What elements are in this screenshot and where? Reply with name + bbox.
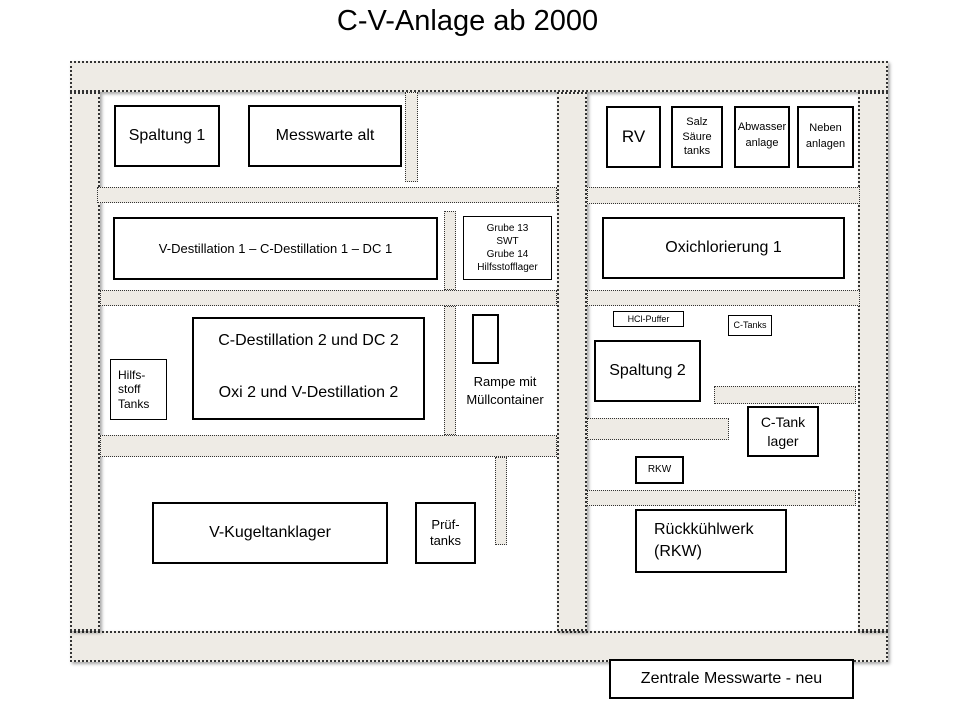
c-tank-lager-box: C-Tank lager xyxy=(747,406,819,457)
c-tanks-label: C-Tanks xyxy=(733,320,767,331)
v-destillation-1-label: V-Destillation 1 – C-Destillation 1 – DC… xyxy=(158,240,393,256)
rkw-small-label: RKW xyxy=(647,464,672,475)
road-inner-east-3 xyxy=(714,386,856,404)
nebenanlagen-box: Neben anlagen xyxy=(797,106,854,168)
v-destillation-1-box: V-Destillation 1 – C-Destillation 1 – DC… xyxy=(113,217,438,280)
salz-saeure-tanks-box: Salz Säure tanks xyxy=(671,106,723,168)
pruef-tanks-label: Prüf- tanks xyxy=(429,517,462,548)
rv-label: RV xyxy=(621,126,646,146)
road-west xyxy=(70,92,100,631)
oxi-2-label: Oxi 2 und V-Destillation 2 xyxy=(218,384,399,402)
road-central xyxy=(557,92,587,631)
c-destillation-2-label: C-Destillation 2 und DC 2 xyxy=(218,332,399,349)
road-inner-west-3 xyxy=(100,435,557,457)
hcl-puffer-box: HCl-Puffer xyxy=(613,311,684,327)
c-tank-lager-label: C-Tank lager xyxy=(760,414,806,449)
road-north xyxy=(70,61,888,92)
c-tanks-box: C-Tanks xyxy=(728,315,772,336)
road-inner-east-2 xyxy=(587,290,860,306)
grube-label: Grube 13 SWT Grube 14 Hilfsstofflager xyxy=(477,223,538,273)
road-stub-rampe xyxy=(444,306,456,435)
rkw-small-box: RKW xyxy=(635,456,684,484)
messwarte-alt-label: Messwarte alt xyxy=(275,127,375,145)
diagram-title: C-V-Anlage ab 2000 xyxy=(336,5,599,37)
muellcontainer-box xyxy=(472,314,499,364)
road-south xyxy=(70,631,888,662)
abwasseranlage-box: Abwasser anlage xyxy=(734,106,790,168)
hilfsstoff-tanks-box: Hilfs- stoff Tanks xyxy=(110,359,167,420)
abwasseranlage-label: Abwasser anlage xyxy=(737,121,787,149)
rueckkuehlwerk-box: Rückkühlwerk (RKW) xyxy=(635,509,787,573)
rampe-label: Rampe mit Müllcontainer xyxy=(466,374,544,407)
road-inner-west-2 xyxy=(100,290,557,306)
rv-box: RV xyxy=(606,106,661,168)
oxichlorierung-1-label: Oxichlorierung 1 xyxy=(665,239,782,257)
v-kugeltanklager-box: V-Kugeltanklager xyxy=(152,502,388,564)
road-inner-east-1 xyxy=(587,187,860,204)
pruef-tanks-box: Prüf- tanks xyxy=(415,502,476,564)
c-destillation-2-box: C-Destillation 2 und DC 2 Oxi 2 und V-De… xyxy=(192,317,425,420)
road-stub-pruef xyxy=(495,457,507,545)
rueckkuehlwerk-label: Rückkühlwerk (RKW) xyxy=(654,521,754,560)
road-stub-grube xyxy=(444,211,456,290)
salz-saeure-tanks-label: Salz Säure tanks xyxy=(682,115,712,158)
v-kugeltanklager-label: V-Kugeltanklager xyxy=(209,524,331,542)
nebenanlagen-label: Neben anlagen xyxy=(805,122,846,150)
spaltung-1-label: Spaltung 1 xyxy=(128,127,206,145)
road-inner-east-4 xyxy=(587,418,729,440)
grube-box: Grube 13 SWT Grube 14 Hilfsstofflager xyxy=(463,216,552,280)
hcl-puffer-label: HCl-Puffer xyxy=(627,313,670,324)
road-stub-messwarte xyxy=(405,92,418,182)
zentrale-messwarte-label: Zentrale Messwarte - neu xyxy=(640,670,823,688)
messwarte-alt-box: Messwarte alt xyxy=(248,105,402,167)
hilfsstoff-tanks-label: Hilfs- stoff Tanks xyxy=(118,367,150,411)
oxichlorierung-1-box: Oxichlorierung 1 xyxy=(602,217,845,279)
spaltung-2-box: Spaltung 2 xyxy=(594,340,701,402)
road-inner-east-5 xyxy=(587,490,856,506)
road-east xyxy=(858,92,888,631)
road-inner-west-1 xyxy=(97,187,557,203)
spaltung-1-box: Spaltung 1 xyxy=(114,105,220,167)
zentrale-messwarte-box: Zentrale Messwarte - neu xyxy=(609,659,854,699)
spaltung-2-label: Spaltung 2 xyxy=(609,362,686,380)
